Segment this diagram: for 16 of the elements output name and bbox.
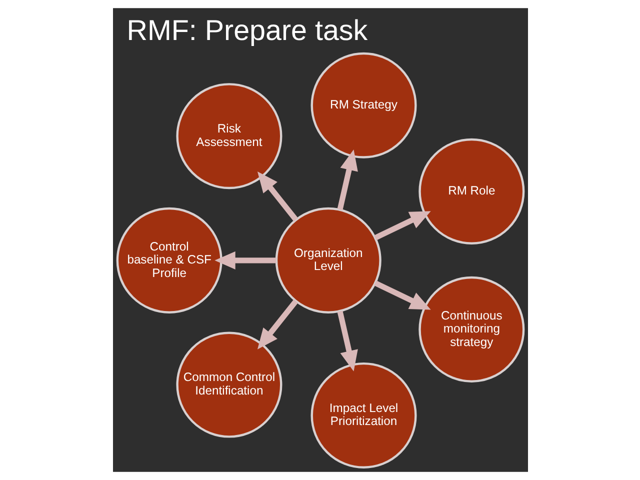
arrow <box>336 310 358 372</box>
arrow <box>214 251 276 270</box>
arrow <box>256 172 298 222</box>
node-circle: Common Control Identification <box>176 332 282 438</box>
arrow <box>336 150 358 210</box>
node-circle: RM Role <box>418 138 524 244</box>
arrow <box>256 299 298 350</box>
arrow <box>374 280 430 310</box>
node-circle: Continuous monitoring strategy <box>418 276 524 382</box>
diagram-title: RMF: Prepare task <box>126 14 368 47</box>
node-circle: Impact Level Prioritization <box>310 362 416 468</box>
node-circle: Control baseline & CSF Profile <box>116 207 222 314</box>
node-circle: Risk Assessment <box>176 83 282 190</box>
arrow <box>374 211 430 240</box>
node-circle: RM Strategy <box>310 52 416 158</box>
node-circle: Organization Level <box>274 207 381 314</box>
